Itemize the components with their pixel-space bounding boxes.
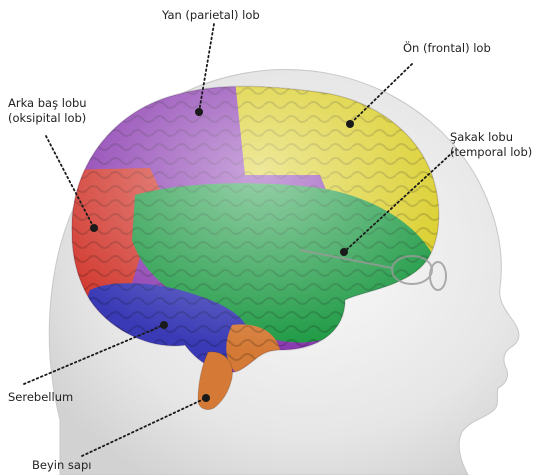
label-parietal: Yan (parietal) lob xyxy=(162,8,260,23)
label-temporal-line1: Şakak lobu xyxy=(450,130,532,145)
label-temporal: Şakak lobu (temporal lob) xyxy=(450,130,532,160)
label-occipital: Arka baş lobu (oksipital lob) xyxy=(8,96,87,126)
label-frontal: Ön (frontal) lob xyxy=(403,41,491,56)
label-brainstem: Beyin sapı xyxy=(32,458,91,473)
label-parietal-text: Yan (parietal) lob xyxy=(162,8,260,22)
dot-brainstem xyxy=(202,394,210,402)
label-occipital-line2: (oksipital lob) xyxy=(8,111,87,126)
dot-occipital xyxy=(90,224,98,232)
dot-frontal xyxy=(346,120,354,128)
label-cerebellum-text: Serebellum xyxy=(8,390,73,404)
dot-cerebellum xyxy=(160,321,168,329)
label-temporal-line2: (temporal lob) xyxy=(450,145,532,160)
label-cerebellum: Serebellum xyxy=(8,390,73,405)
dot-parietal xyxy=(195,108,203,116)
label-brainstem-text: Beyin sapı xyxy=(32,458,91,472)
label-occipital-line1: Arka baş lobu xyxy=(8,96,87,111)
dot-temporal xyxy=(340,248,348,256)
label-frontal-text: Ön (frontal) lob xyxy=(403,41,491,55)
